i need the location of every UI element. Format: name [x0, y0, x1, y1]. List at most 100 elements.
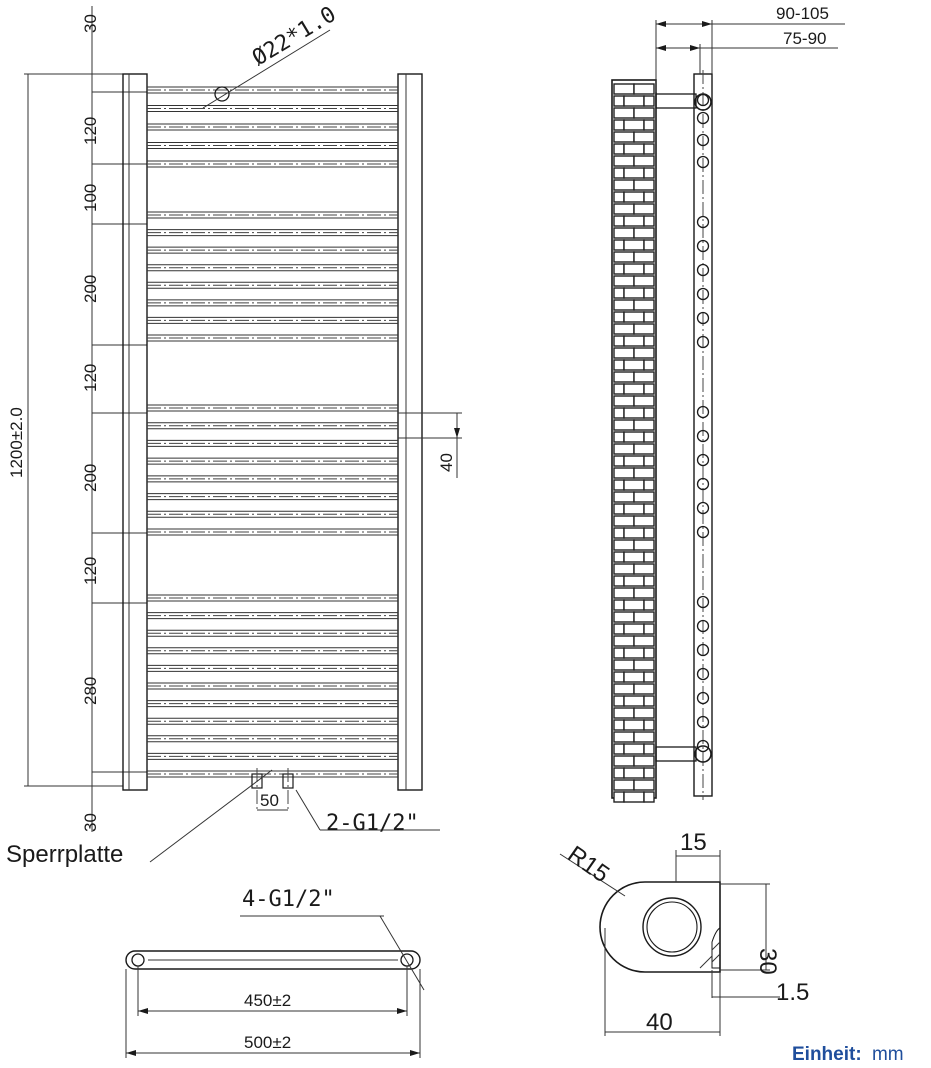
- brick: [613, 215, 625, 227]
- dim-total-height: 1200±2.0: [7, 407, 26, 478]
- brick: [623, 767, 645, 779]
- brick: [633, 563, 655, 575]
- brick: [623, 647, 645, 659]
- brick: [623, 335, 645, 347]
- brick: [643, 383, 655, 395]
- unit-label: Einheit: mm: [792, 1044, 904, 1065]
- brick: [613, 95, 625, 107]
- brick: [613, 383, 625, 395]
- top-view: 4-G1/2" 450±2 500±2: [125, 887, 425, 1058]
- brick: [633, 731, 655, 743]
- brick: [613, 491, 635, 503]
- brick: [613, 155, 635, 167]
- bar-end: [696, 525, 710, 539]
- brick: [623, 575, 645, 587]
- brick: [623, 119, 645, 131]
- brick: [643, 263, 655, 275]
- bar-end: [696, 595, 710, 609]
- brick: [623, 431, 645, 443]
- wall-bracket-bottom: [655, 745, 712, 763]
- brick: [613, 107, 635, 119]
- brick: [633, 395, 655, 407]
- dim-450-arrow-left: [138, 1008, 148, 1014]
- brick: [613, 419, 635, 431]
- brick: [613, 347, 635, 359]
- brick: [613, 191, 625, 203]
- brick: [613, 695, 625, 707]
- brick: [613, 539, 635, 551]
- dim-500-arrow-left: [126, 1050, 136, 1056]
- brick: [613, 395, 635, 407]
- top-view-port-left: [131, 953, 145, 967]
- brick: [623, 503, 645, 515]
- brick: [643, 791, 655, 803]
- profile-hatch: [711, 927, 721, 969]
- dim-inner-arrow-left: [656, 45, 666, 51]
- tube-diameter-label: Ø22*1.0: [248, 2, 340, 71]
- brick: [623, 95, 645, 107]
- brick: [633, 539, 655, 551]
- brick: [623, 407, 645, 419]
- dim-outer-arrow-right: [702, 21, 712, 27]
- dim-section-5: 200: [81, 464, 100, 492]
- brick: [613, 119, 625, 131]
- brick: [613, 755, 635, 767]
- brick: [633, 611, 655, 623]
- brick: [613, 455, 625, 467]
- brick: [613, 599, 625, 611]
- brick: [623, 719, 645, 731]
- bar-end: [696, 453, 710, 467]
- bar-end: [696, 239, 710, 253]
- svg-text:Einheit: mm: Einheit: mm: [792, 1044, 904, 1065]
- profile-height: 30: [754, 948, 781, 975]
- dim-inner-arrow-right: [690, 45, 700, 51]
- brick: [643, 167, 655, 179]
- dim-section-4: 120: [81, 364, 100, 392]
- bar-end: [696, 691, 710, 705]
- brick: [643, 311, 655, 323]
- side-bar-ends: [696, 93, 710, 753]
- brick: [613, 299, 635, 311]
- front-dimension-lines: [24, 6, 147, 832]
- brick: [613, 479, 625, 491]
- brick: [613, 767, 625, 779]
- brick: [643, 95, 655, 107]
- bar-end: [696, 335, 710, 349]
- brick: [633, 371, 655, 383]
- brick: [613, 227, 635, 239]
- brick: [623, 695, 645, 707]
- brick: [613, 503, 625, 515]
- brick: [613, 443, 635, 455]
- brick: [623, 311, 645, 323]
- brick: [623, 191, 645, 203]
- brick: [613, 611, 635, 623]
- brick: [613, 647, 625, 659]
- dim-450-arrow-right: [397, 1008, 407, 1014]
- brick: [643, 575, 655, 587]
- brick: [633, 467, 655, 479]
- profile-wall-thickness: 1.5: [776, 979, 809, 1006]
- brick: [643, 743, 655, 755]
- bar-end: [696, 311, 710, 325]
- tube-section-circle: [214, 86, 230, 102]
- brick: [633, 587, 655, 599]
- wall-distance-inner: 75-90: [783, 29, 826, 48]
- brick: [633, 515, 655, 527]
- profile-detail: 15 30 1.5 40 R15: [559, 829, 809, 1036]
- brick: [613, 635, 635, 647]
- center-distance-label: 450±2: [244, 991, 291, 1010]
- brick: [613, 203, 635, 215]
- brick: [643, 215, 655, 227]
- brick: [623, 623, 645, 635]
- brick: [613, 335, 625, 347]
- profile-width-bottom: 40: [646, 1009, 673, 1036]
- bar-end: [696, 619, 710, 633]
- heating-bars: [147, 86, 398, 778]
- profile-radius: R15: [563, 841, 615, 888]
- dim-section-6: 120: [81, 557, 100, 585]
- brick: [613, 623, 625, 635]
- brick: [633, 443, 655, 455]
- connection-thread-leader: [295, 789, 321, 831]
- brick: [643, 767, 655, 779]
- brick: [643, 335, 655, 347]
